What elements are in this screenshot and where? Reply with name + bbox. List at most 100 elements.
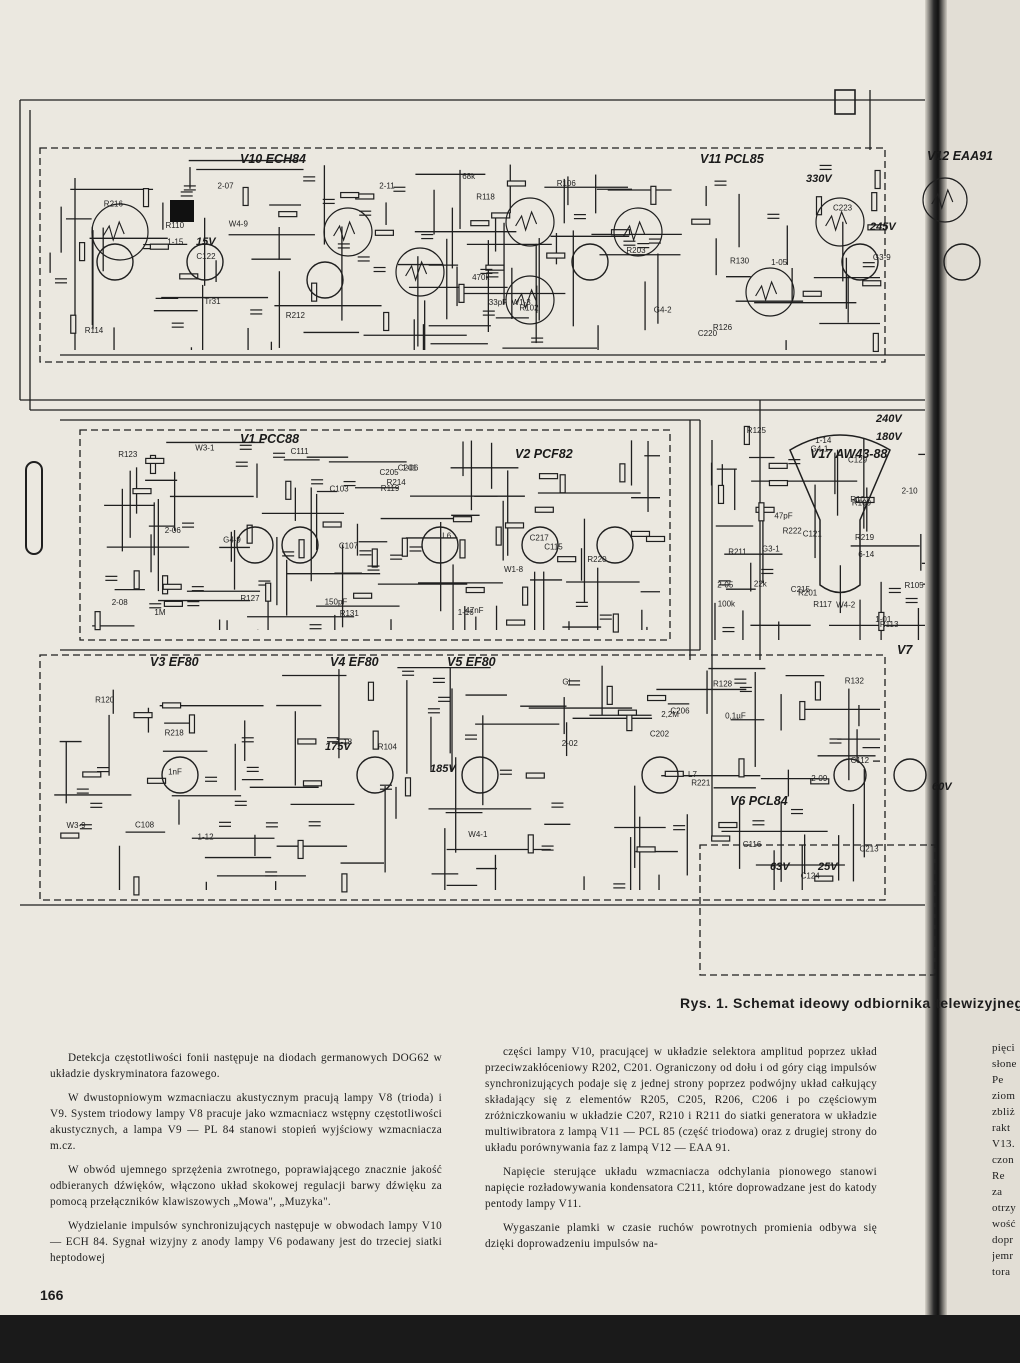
tube-label: V5 EF80 [447, 655, 496, 669]
resistor [149, 454, 157, 475]
voltage-label: 180V [876, 431, 903, 443]
tube-label: V7 [897, 643, 913, 657]
tube-label: V2 PCF82 [515, 447, 573, 461]
component-label: 47nF [465, 606, 483, 615]
screen-symbol [170, 200, 194, 222]
voltage-label: 245V [869, 221, 897, 233]
resistor [559, 474, 566, 494]
component-label: R220 [587, 555, 607, 564]
component-label: 1-14 [815, 436, 832, 445]
resistor [872, 332, 879, 353]
component-label: C124 [801, 872, 821, 881]
text-fragment: tora [992, 1266, 1011, 1278]
component-label: 1-05 [771, 258, 788, 267]
resistor [322, 521, 342, 528]
resistor [297, 839, 304, 860]
component-label: C111 [291, 447, 309, 456]
resistor [874, 169, 881, 190]
resistor [619, 463, 626, 483]
resistor [60, 832, 80, 839]
component-label: 33pF [489, 298, 507, 307]
resistor [149, 243, 169, 250]
resistor [878, 611, 885, 632]
transformer-symbol [834, 89, 856, 115]
tube-symbol [943, 243, 981, 281]
waveform-trace [825, 210, 848, 232]
component-label: R123 [118, 450, 138, 459]
resistor [452, 516, 473, 523]
component-label: 470k [472, 273, 490, 282]
component-label: 2,2M [661, 710, 679, 719]
resistor [506, 180, 527, 187]
component-label: C202 [650, 730, 670, 739]
waveform-symbol [323, 207, 373, 257]
component-label: R218 [165, 729, 185, 738]
tube-symbol [571, 243, 609, 281]
tube-symbol [356, 756, 394, 794]
waveform-symbol [91, 203, 149, 261]
component-label: R211 [728, 548, 747, 557]
resistor [630, 530, 651, 538]
waveform-trace [333, 220, 356, 242]
component-label: R109 [852, 499, 872, 508]
resistor [302, 780, 323, 787]
resistor [70, 314, 77, 334]
resistor [612, 613, 619, 633]
resistor [265, 582, 272, 602]
resistor [538, 473, 559, 480]
text-fragment: rakt [992, 1122, 1011, 1134]
component-label: R105 [905, 581, 925, 590]
component-label: G3-9 [873, 253, 891, 262]
component-label: C129 [848, 456, 868, 465]
component-label: 1M [154, 608, 165, 617]
component-label: C206 [670, 707, 690, 716]
paragraph: Detekcja częstotliwości fonii następuje … [50, 1052, 442, 1080]
waveform-trace [755, 280, 778, 302]
component-label: C122 [196, 252, 216, 261]
resistor [371, 548, 378, 568]
component-label: R101 [850, 495, 870, 504]
resistor [133, 570, 140, 590]
resistor [610, 229, 631, 236]
resistor [401, 537, 408, 557]
resistor [341, 873, 348, 893]
resistor [758, 502, 765, 522]
component-label: C213 [860, 844, 880, 853]
component-label: C112 [851, 756, 870, 765]
text-fragment: za [992, 1186, 1003, 1198]
paragraph: Wydzielanie impulsów synchronizujących n… [50, 1220, 442, 1264]
text-fragment: wość [992, 1218, 1016, 1230]
waveform-symbol [815, 197, 865, 247]
tube-symbol [96, 243, 134, 281]
component-label: C116 [743, 840, 762, 849]
component-label: C108 [135, 821, 155, 830]
component-label: R222 [783, 527, 803, 536]
component-label: C107 [339, 542, 359, 551]
resistor [298, 539, 305, 559]
waveform-symbol [505, 275, 555, 325]
component-label: R130 [730, 257, 750, 266]
circuit-schematic: Tr31C201C202R201R203C205C206R211R212R214… [19, 89, 993, 976]
component-label: 1-16 [458, 608, 475, 617]
resistor [504, 522, 525, 529]
paragraph: Wygaszanie plamki w czasie ruchów powrot… [485, 1222, 877, 1250]
component-label: C217 [530, 534, 550, 543]
resistor [855, 496, 875, 504]
resistor [815, 196, 823, 216]
section-border [39, 654, 886, 901]
resistor [491, 212, 511, 219]
component-label: C121 [803, 530, 823, 539]
component-label: R125 [747, 426, 767, 435]
resistor [645, 535, 666, 543]
component-label: 47pF [774, 512, 792, 521]
tube-symbol [461, 756, 499, 794]
tube-symbol [521, 526, 559, 564]
tube-symbol [421, 526, 459, 564]
scan-background [0, 1315, 1020, 1363]
waveform-trace [931, 188, 954, 210]
paragraph: W dwustopniowym wzmacniaczu akustycznym … [50, 1092, 442, 1152]
voltage-label: 185V [430, 763, 457, 775]
resistor [470, 220, 490, 227]
resistor [799, 700, 806, 721]
